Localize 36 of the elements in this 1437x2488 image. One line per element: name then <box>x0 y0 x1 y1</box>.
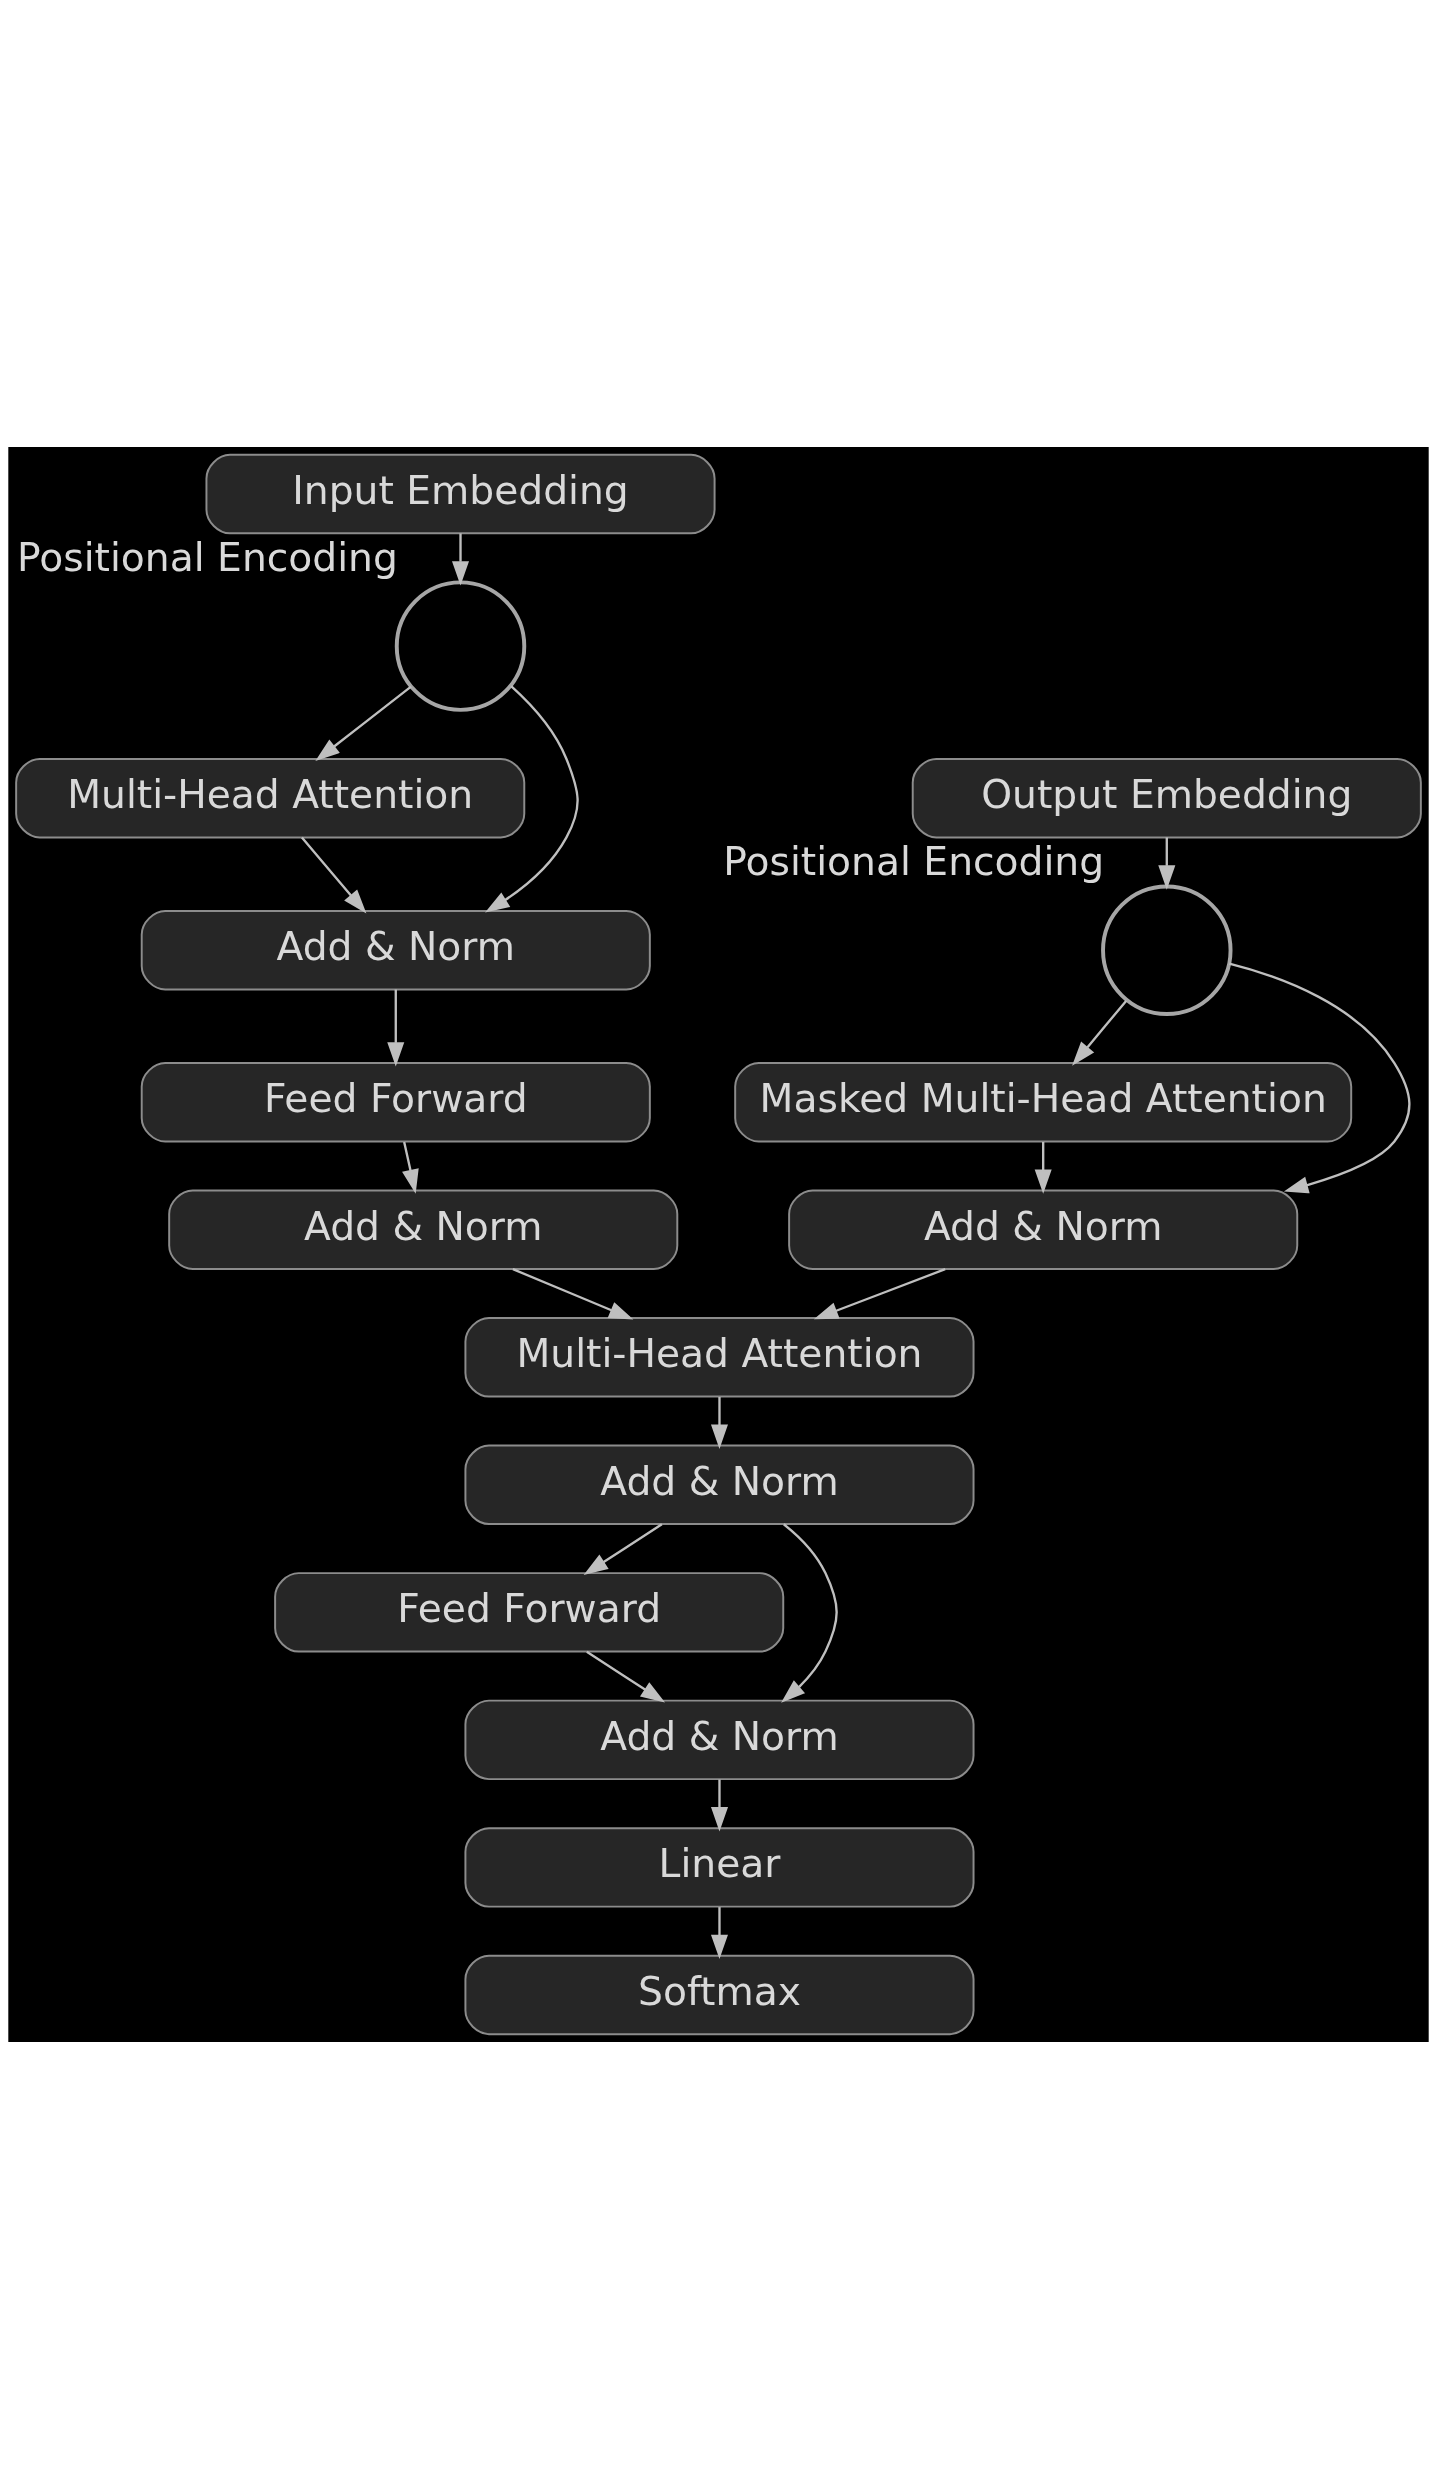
arrow <box>1072 999 1128 1066</box>
node-box: Softmax <box>464 1954 975 2035</box>
node-label: Positional Encoding <box>17 534 398 580</box>
arrow <box>710 1779 728 1831</box>
arrow <box>1034 1141 1052 1194</box>
node-box: Add & Norm <box>788 1189 1299 1270</box>
arrow <box>781 1522 838 1703</box>
arrow <box>710 1396 728 1449</box>
node-box: Output Embedding <box>911 757 1422 838</box>
node-box: Multi-Head Attention <box>15 757 526 838</box>
node-box: Add & Norm <box>168 1189 679 1270</box>
arrow <box>586 1650 666 1703</box>
node-box: Masked Multi-Head Attention <box>734 1061 1353 1142</box>
node-circle <box>1101 884 1233 1016</box>
arrow <box>1158 837 1176 890</box>
arrow <box>512 1267 634 1319</box>
node-box: Linear <box>464 1826 975 1908</box>
arrow <box>402 1141 419 1194</box>
node-box: Add & Norm <box>464 1699 975 1780</box>
arrow <box>452 532 470 586</box>
arrow <box>485 684 579 912</box>
arrow <box>813 1267 946 1319</box>
node-box: Input Embedding <box>205 453 716 534</box>
node-label: Positional Encoding <box>723 838 1105 884</box>
arrow <box>583 1522 663 1575</box>
arrow <box>710 1906 728 1959</box>
node-box: Multi-Head Attention <box>464 1316 975 1397</box>
node-circle <box>394 579 527 712</box>
arrow <box>1229 962 1411 1193</box>
node-box: Add & Norm <box>140 909 651 990</box>
arrow <box>315 685 412 761</box>
arrow <box>301 836 367 914</box>
node-box: Feed Forward <box>274 1571 785 1653</box>
node-box: Add & Norm <box>464 1444 975 1525</box>
arrow <box>387 989 405 1066</box>
node-box: Feed Forward <box>140 1061 651 1142</box>
